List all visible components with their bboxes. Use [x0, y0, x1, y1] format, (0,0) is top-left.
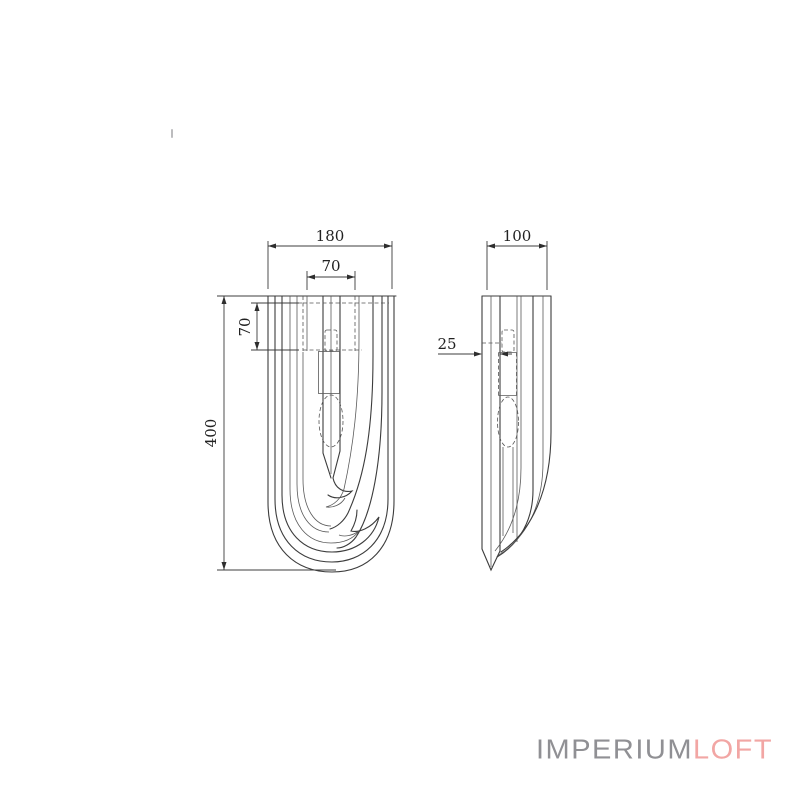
side-sweep-1 [496, 295, 534, 558]
front-socket-body [318, 351, 340, 394]
front-view [265, 295, 397, 573]
front-rod-right [332, 295, 341, 479]
dimension-side-socket-offset: 25 [437, 335, 512, 357]
dimension-label-front-height: 400 [202, 419, 220, 448]
dimension-label-side-depth: 100 [503, 227, 532, 245]
side-socket-cap [501, 329, 515, 353]
front-bulb-outline [318, 394, 344, 448]
front-outer-band [267, 295, 395, 573]
brand-logo: IMPERIUMLOFT [536, 734, 772, 767]
dimension-front-height: 400 [202, 295, 336, 571]
front-wave-curl-2 [325, 488, 346, 508]
side-bulb-outline [497, 396, 519, 448]
front-band-6 [302, 352, 332, 527]
front-band-2 [274, 295, 389, 563]
front-band-3 [281, 295, 380, 553]
front-sweep-1 [343, 296, 360, 490]
front-rod-left [322, 295, 332, 479]
dimension-label-side-socket-offset: 25 [437, 335, 456, 353]
front-socket-cap [324, 329, 338, 352]
front-sweep-3 [336, 295, 383, 549]
brand-logo-primary: IMPERIUM [536, 734, 693, 766]
stray-mark [171, 129, 173, 138]
side-sweep-2 [498, 296, 544, 556]
brand-logo-accent: LOFT [693, 734, 774, 766]
side-band-line-2 [494, 296, 522, 552]
front-band-5 [296, 296, 330, 533]
dimension-front-inner-width: 70 [306, 257, 356, 290]
dimension-label-front-width: 180 [316, 227, 345, 245]
dimension-front-upper-height: 70 [236, 302, 299, 351]
dimension-label-front-inner-width: 70 [321, 257, 340, 275]
side-view [481, 295, 552, 572]
front-wave-curl-1 [327, 477, 354, 499]
front-sweep-2 [329, 295, 374, 530]
dimension-side-depth: 100 [486, 227, 548, 290]
front-band-4 [289, 296, 360, 544]
side-front-edge [500, 295, 552, 553]
dimension-label-front-upper-height: 70 [236, 317, 254, 336]
dimension-front-width: 180 [267, 227, 393, 289]
